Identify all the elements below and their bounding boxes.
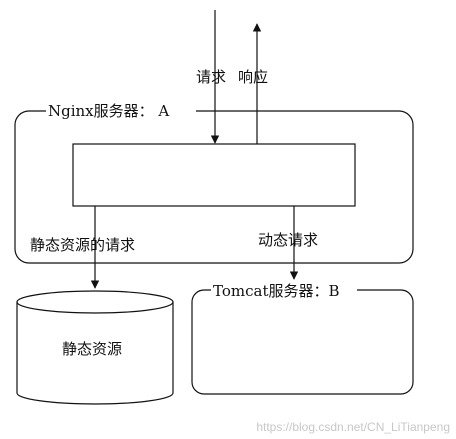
tomcat-label-gap bbox=[211, 281, 357, 301]
response-label: 响应 bbox=[238, 68, 268, 86]
dynamic-request-label: 动态请求 bbox=[258, 231, 318, 249]
tomcat-server-label: Tomcat服务器：B bbox=[213, 282, 340, 300]
request-label: 请求 bbox=[196, 68, 226, 86]
tomcat-server-box bbox=[191, 289, 414, 395]
static-request-label: 静态资源的请求 bbox=[30, 236, 135, 254]
static-resource-cylinder bbox=[16, 290, 174, 405]
nginx-server-label: Nginx服务器： A bbox=[48, 102, 169, 120]
watermark-text: https://blog.csdn.net/CN_LiTianpeng bbox=[256, 420, 450, 434]
static-resource-label: 静态资源 bbox=[62, 340, 122, 358]
proxy-inner-box bbox=[72, 143, 356, 207]
nginx-label-gap bbox=[46, 101, 196, 121]
